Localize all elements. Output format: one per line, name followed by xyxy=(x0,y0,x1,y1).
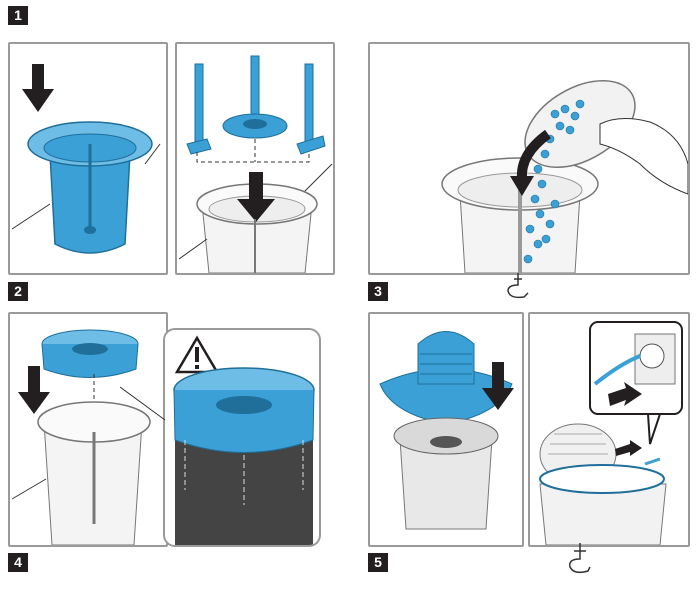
rotate-blade-icon xyxy=(568,543,591,574)
callout-line xyxy=(120,386,166,421)
down-arrow-icon xyxy=(22,64,54,112)
rotate-blade-icon xyxy=(507,273,529,299)
warning-triangle-icon xyxy=(174,335,220,374)
step-number-2: 2 xyxy=(8,282,28,301)
plug-illustration xyxy=(539,321,683,545)
lid-detail-illustration xyxy=(173,335,315,545)
step-number-5: 5 xyxy=(368,553,388,572)
blade-illustration xyxy=(178,55,333,273)
panel-insert-bowl xyxy=(8,42,168,275)
step-number-1: 1 xyxy=(8,6,28,25)
pour-illustration xyxy=(441,79,688,273)
panel-plug-in xyxy=(528,312,690,547)
lid-illustration xyxy=(11,329,151,545)
bowl-illustration xyxy=(11,64,161,254)
motor-illustration xyxy=(379,331,514,530)
panel-attach-motor xyxy=(368,312,524,547)
panel-blade-options xyxy=(175,42,335,275)
panel-lid-detail xyxy=(163,328,321,547)
right-arrow-icon xyxy=(608,382,642,406)
down-arrow-icon xyxy=(237,172,275,222)
panel-attach-lid xyxy=(8,312,168,547)
down-arrow-icon xyxy=(482,362,514,410)
step-number-4: 4 xyxy=(8,553,28,572)
down-arrow-icon xyxy=(18,366,50,414)
down-arrow-icon xyxy=(510,176,534,196)
panel-add-food xyxy=(368,42,690,275)
step-number-3: 3 xyxy=(368,282,388,301)
right-arrow-icon xyxy=(615,440,642,456)
